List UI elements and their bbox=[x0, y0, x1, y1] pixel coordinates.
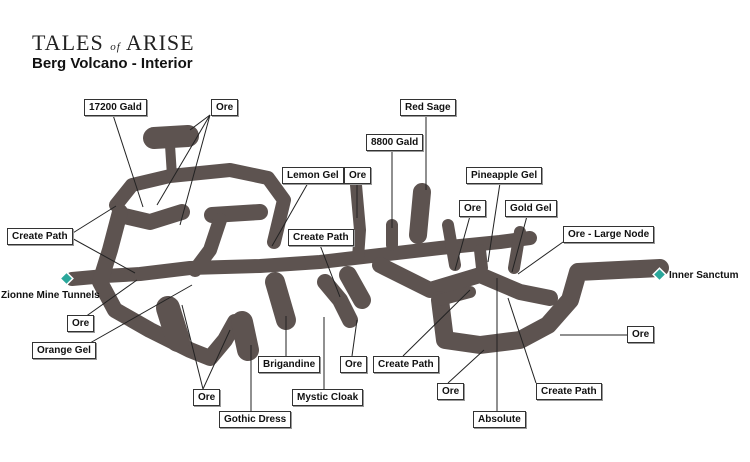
exit-label-east[interactable]: Inner Sanctum bbox=[669, 270, 739, 281]
map-label: Ore bbox=[67, 315, 95, 332]
map-label: Pineapple Gel bbox=[466, 167, 543, 184]
map-label: Create Path bbox=[7, 228, 73, 245]
map-label: Mystic Cloak bbox=[292, 389, 364, 406]
leader-lines bbox=[67, 114, 627, 411]
map-label: Absolute bbox=[473, 411, 526, 428]
map-label: 17200 Gald bbox=[84, 99, 147, 116]
exit-label-west[interactable]: Zionne Mine Tunnels bbox=[1, 290, 100, 301]
map-label: Create Path bbox=[288, 229, 354, 246]
page-title: Berg Volcano - Interior bbox=[32, 55, 193, 72]
cave-tunnels bbox=[65, 125, 669, 366]
map-label: Create Path bbox=[536, 383, 602, 400]
map-label: Ore bbox=[211, 99, 239, 116]
game-logo: TALES of ARISE bbox=[32, 30, 195, 55]
map-label: Ore bbox=[437, 383, 465, 400]
map-label: Ore - Large Node bbox=[563, 226, 655, 243]
map-label: Ore bbox=[340, 356, 368, 373]
map-label: Red Sage bbox=[400, 99, 456, 116]
map-label: Gold Gel bbox=[505, 200, 557, 217]
map-label: Ore bbox=[344, 167, 372, 184]
map-label: 8800 Gald bbox=[366, 134, 424, 151]
exit-marker-west-icon bbox=[59, 271, 74, 286]
map-label: Gothic Dress bbox=[219, 411, 292, 428]
map-label: Brigandine bbox=[258, 356, 321, 373]
map-label: Orange Gel bbox=[32, 342, 96, 359]
map-label: Ore bbox=[193, 389, 221, 406]
map-label: Create Path bbox=[373, 356, 439, 373]
map-label: Lemon Gel bbox=[282, 167, 344, 184]
exit-marker-east-icon bbox=[652, 267, 667, 282]
exit-markers bbox=[59, 267, 667, 286]
map-label: Ore bbox=[627, 326, 655, 343]
map-label: Ore bbox=[459, 200, 487, 217]
